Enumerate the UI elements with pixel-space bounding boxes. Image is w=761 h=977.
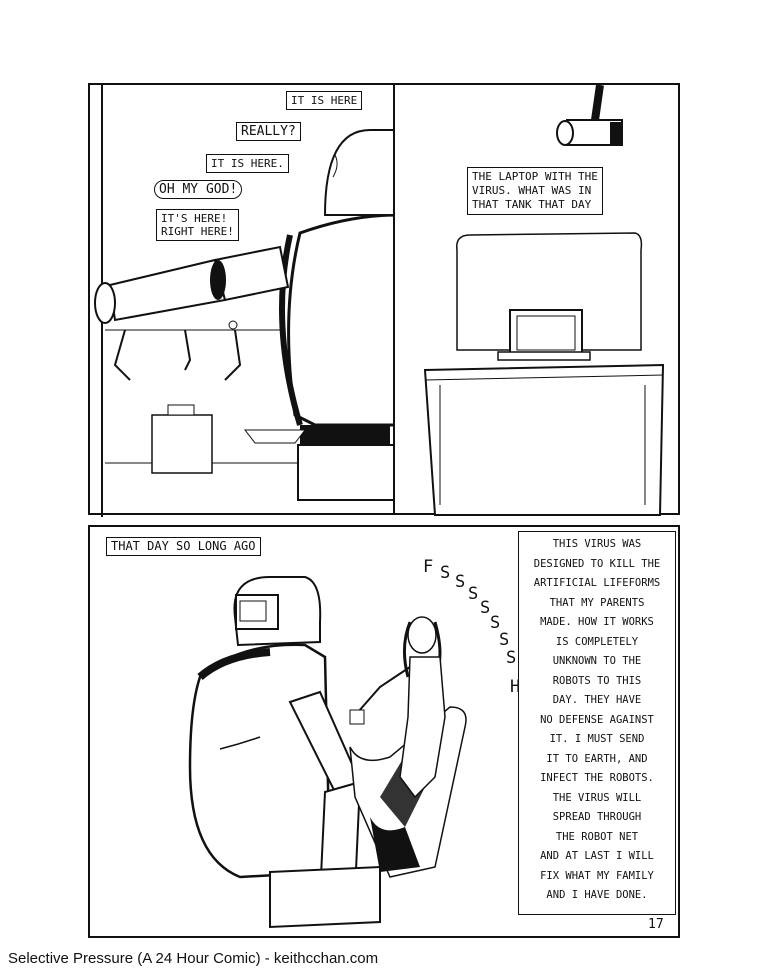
- narration-box: THIS VIRUS WAS DESIGNED TO KILL THE ARTI…: [518, 531, 676, 915]
- panel-3-artwork: [188, 576, 467, 929]
- panel-1-artwork: [94, 85, 397, 517]
- footer-credit: Selective Pressure (A 24 Hour Comic) - k…: [8, 950, 379, 967]
- sfx-letter: S: [490, 613, 501, 633]
- narration-line: FIX WHAT MY FAMILY: [540, 869, 654, 882]
- narration-line: THE VIRUS WILL: [552, 791, 642, 804]
- caption-line: VIRUS. WHAT WAS IN: [472, 184, 592, 197]
- panel-that-day: THAT DAY SO LONG AGO F S S S S S S S H T…: [88, 525, 680, 938]
- sfx-letter: S: [455, 572, 466, 592]
- narration-line: INFECT THE ROBOTS.: [540, 772, 654, 784]
- page-number: 17: [648, 917, 664, 932]
- sfx-letter: S: [480, 598, 491, 618]
- sfx-letter: S: [499, 630, 510, 650]
- speech-bubble: IT IS HERE: [286, 91, 363, 110]
- narration-line: ARTIFICIAL LIFEFORMS: [533, 577, 661, 589]
- narration-line: ROBOTS TO THIS: [552, 674, 642, 687]
- caption-line: THAT TANK THAT DAY: [472, 198, 592, 211]
- narration-line: THAT MY PARENTS: [549, 596, 645, 609]
- panel-laptop-tank: THE LAPTOP WITH THE VIRUS. WHAT WAS IN T…: [393, 83, 680, 516]
- narration-line: IT. I MUST SEND: [549, 733, 645, 745]
- panel-robots-here: IT IS HERE REALLY? IT IS HERE. OH MY GOD…: [88, 83, 397, 517]
- narration-line: THIS VIRUS WAS: [552, 538, 642, 550]
- narration-line: DESIGNED TO KILL THE: [533, 557, 661, 570]
- narration-line: NO DEFENSE AGAINST: [540, 713, 654, 726]
- sfx-letter: S: [440, 563, 451, 583]
- speech-bubble: OH MY GOD!: [154, 180, 243, 199]
- caption-line: THE LAPTOP WITH THE: [472, 170, 598, 183]
- narration-line: IT TO EARTH, AND: [546, 752, 648, 765]
- narration-line: AND AT LAST I WILL: [540, 850, 654, 862]
- narration-line: IS COMPLETELY: [555, 635, 639, 648]
- narration-line: UNKNOWN TO THE: [552, 655, 642, 667]
- sfx-letter: S: [468, 584, 479, 604]
- speech-bubble: REALLY?: [236, 122, 301, 141]
- speech-bubble-line: RIGHT HERE!: [161, 225, 234, 238]
- speech-bubble-line: IT'S HERE!: [161, 212, 228, 225]
- caption-box: THE LAPTOP WITH THE VIRUS. WHAT WAS IN T…: [467, 167, 603, 215]
- narration-line: DAY. THEY HAVE: [552, 694, 642, 706]
- sfx-letter: H: [510, 677, 521, 697]
- narration-line: AND I HAVE DONE.: [546, 889, 648, 901]
- panel-2-artwork: [423, 85, 665, 516]
- narration-line: MADE. HOW IT WORKS: [540, 616, 654, 628]
- caption-box: THAT DAY SO LONG AGO: [106, 537, 261, 556]
- speech-bubble: IT'S HERE! RIGHT HERE!: [156, 209, 239, 241]
- narration-line: SPREAD THROUGH: [552, 811, 642, 823]
- speech-bubble: IT IS HERE.: [206, 154, 289, 173]
- narration-line: THE ROBOT NET: [555, 830, 639, 843]
- sfx-letter: F: [423, 557, 434, 577]
- sfx-letter: S: [506, 648, 517, 668]
